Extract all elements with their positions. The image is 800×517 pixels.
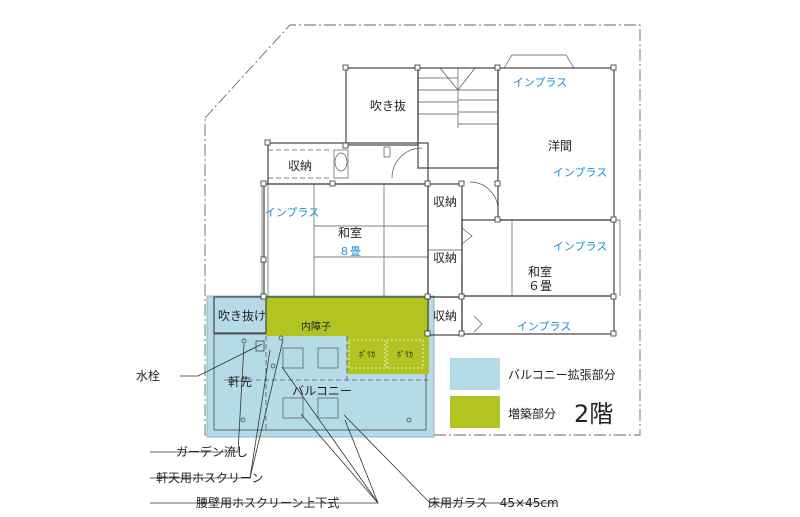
- window-note-youma-top: インプラス: [513, 76, 567, 89]
- room-label-shuno-toilet: 収納: [288, 159, 312, 173]
- window-note-washitsu-side-bottom: インプラス: [517, 320, 571, 333]
- extension-area-left: [266, 297, 349, 336]
- bay-window: [503, 54, 575, 69]
- callout-leaders: [150, 339, 556, 504]
- room-label-washitsu-side: 和室: [528, 264, 552, 279]
- callout-water-tap: 水栓: [136, 368, 160, 383]
- room-label-fukinuke-top: 吹き抜: [370, 99, 406, 113]
- structural-posts: [260, 64, 617, 337]
- room-label-shuno-3: 収納: [433, 309, 457, 323]
- polycarbonate-mark-2: ﾎﾟﾘｶ: [397, 350, 413, 359]
- uchi-shoji-label: 内障子: [301, 320, 331, 333]
- walls: [213, 67, 621, 336]
- polycarbonate-panels: [348, 339, 424, 369]
- room-label-shuno-2: 収納: [433, 251, 457, 265]
- window-note-washitsu-left: インプラス: [265, 206, 319, 219]
- room-label-fukinuke-lower: 吹き抜け: [218, 309, 266, 323]
- legend-swatch-extension: [450, 396, 500, 428]
- callout-floor-glass: 床用ガラス 45×45cm: [428, 496, 559, 510]
- extension-area-right: [349, 297, 429, 336]
- callout-wall-hose-screen: 腰壁用ホスクリーン上下式: [196, 495, 339, 510]
- floor-label: 2階: [574, 400, 613, 428]
- room-label-shuno-1: 収納: [433, 195, 457, 209]
- legend-label-balcony: バルコニー拡張部分: [508, 367, 616, 382]
- room-size-washitsu-main: ８畳: [339, 245, 361, 258]
- doors: [391, 147, 499, 333]
- room-size-washitsu-side: ６畳: [528, 279, 552, 293]
- legend-swatch-balcony: [450, 358, 500, 390]
- room-label-balcony: バルコニー: [292, 384, 352, 398]
- room-label-youma: 洋間: [548, 138, 572, 153]
- staircase: [418, 67, 498, 128]
- room-label-washitsu-main: 和室: [338, 225, 362, 240]
- site-boundary: [204, 24, 641, 436]
- polycarbonate-mark-1: ﾎﾟﾘｶ: [359, 350, 375, 359]
- floor-glass-panels: [282, 347, 339, 419]
- legend-label-extension: 増築部分: [508, 406, 556, 421]
- hose-screen-marks: [240, 335, 412, 423]
- window-note-washitsu-side-right: インプラス: [553, 240, 607, 253]
- window-note-youma-right: インプラス: [553, 166, 607, 179]
- callout-eave-hose-screen: 軒天用ホスクリーン: [156, 471, 263, 485]
- room-label-nokisaki: 軒先: [228, 375, 252, 389]
- toilet-icon: [333, 146, 391, 179]
- callout-garden-sink: ガーデン流し: [176, 444, 248, 459]
